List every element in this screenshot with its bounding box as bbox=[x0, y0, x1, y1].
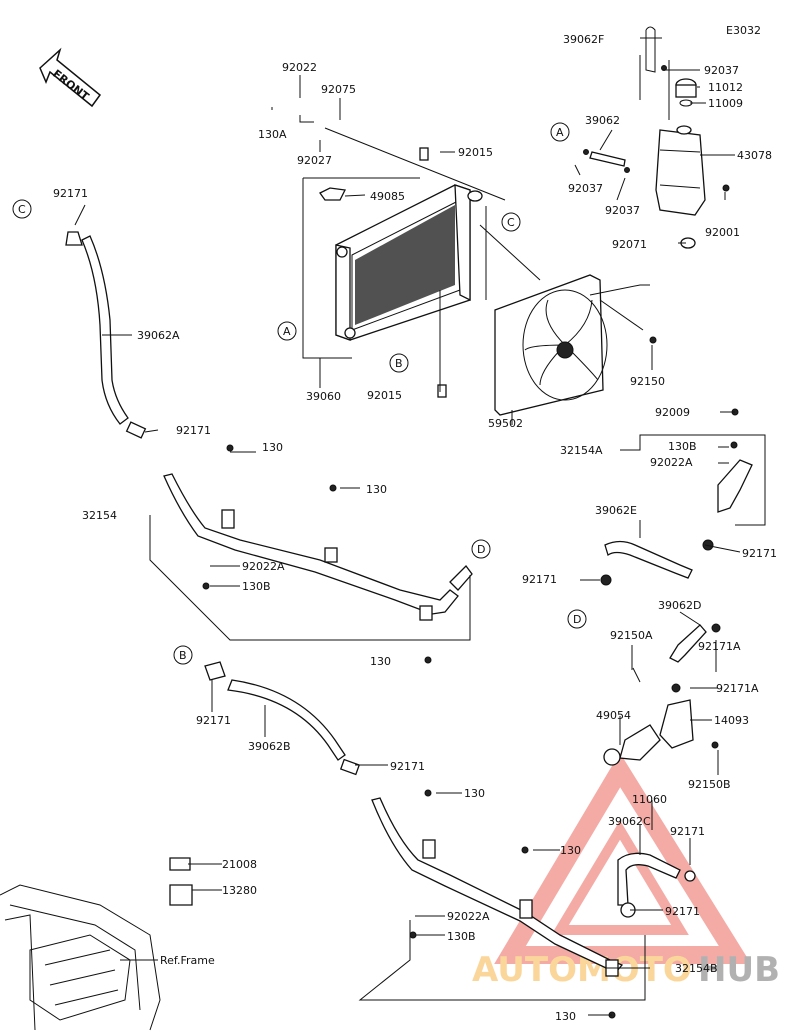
connector-marker-b-lower: B bbox=[173, 645, 193, 665]
part-label: 49085 bbox=[370, 190, 405, 203]
part-label: 92075 bbox=[321, 83, 356, 96]
part-label: 92171 bbox=[742, 547, 777, 560]
part-label: 92027 bbox=[297, 154, 332, 167]
part-label: 130 bbox=[464, 787, 485, 800]
connector-b-radiator-label: B bbox=[395, 357, 403, 370]
part-label: 49054 bbox=[596, 709, 631, 722]
part-label: 92022A bbox=[650, 456, 693, 469]
part-label: 59502 bbox=[488, 417, 523, 430]
front-arrow-icon: FRONT bbox=[39, 47, 102, 108]
part-label: 92037 bbox=[704, 64, 739, 77]
reservoir-tank bbox=[583, 26, 730, 249]
part-label: 43078 bbox=[737, 149, 772, 162]
connector-marker-a-radiator: A bbox=[277, 321, 297, 341]
connector-marker-c-left: C bbox=[12, 199, 32, 219]
frame-reference bbox=[0, 857, 193, 1031]
part-label: 39062B bbox=[248, 740, 291, 753]
part-label: 32154B bbox=[675, 962, 718, 975]
leader-lines bbox=[74, 37, 766, 1016]
part-label: 130A bbox=[258, 128, 287, 141]
connector-a-radiator-label: A bbox=[283, 325, 291, 338]
connector-marker-d-hose: D bbox=[567, 609, 587, 629]
part-label: 92150 bbox=[630, 375, 665, 388]
part-label: 21008 bbox=[222, 858, 257, 871]
part-label: 39062E bbox=[595, 504, 637, 517]
part-label: 11012 bbox=[708, 81, 743, 94]
part-label: 130B bbox=[668, 440, 697, 453]
part-label: 13280 bbox=[222, 884, 257, 897]
part-label: 92171 bbox=[176, 424, 211, 437]
part-label: 92171 bbox=[196, 714, 231, 727]
part-label: 14093 bbox=[714, 714, 749, 727]
pipe-32154 bbox=[163, 444, 473, 664]
connector-d-pipe-label: D bbox=[477, 543, 485, 556]
part-label: 92022A bbox=[242, 560, 285, 573]
fan-shroud-assembly bbox=[494, 274, 657, 416]
part-label: 39062D bbox=[658, 599, 701, 612]
watermark-text-b: HUB bbox=[698, 950, 780, 990]
connector-a-tank-label: A bbox=[556, 126, 564, 139]
part-label: 92171 bbox=[522, 573, 557, 586]
part-label: 11009 bbox=[708, 97, 743, 110]
part-label: 39062A bbox=[137, 329, 180, 342]
part-label: 39062C bbox=[608, 815, 651, 828]
part-label: 130B bbox=[242, 580, 271, 593]
part-label: 32154A bbox=[560, 444, 603, 457]
part-label: 92071 bbox=[612, 238, 647, 251]
connector-marker-c-radiator: C bbox=[501, 212, 521, 232]
connector-b-lower-label: B bbox=[179, 649, 187, 662]
part-label: 92001 bbox=[705, 226, 740, 239]
connector-marker-d-pipe: D bbox=[471, 539, 491, 559]
connector-c-radiator-label: C bbox=[507, 216, 515, 229]
part-label: 92171 bbox=[390, 760, 425, 773]
connector-marker-b-radiator: B bbox=[389, 353, 409, 373]
diagram-code: E3032 bbox=[726, 24, 761, 37]
part-label: 130 bbox=[560, 844, 581, 857]
part-label: 92171 bbox=[670, 825, 705, 838]
part-label: 92150B bbox=[688, 778, 731, 791]
part-label: 92037 bbox=[605, 204, 640, 217]
part-label: 39062F bbox=[563, 33, 604, 46]
part-label: 39062 bbox=[585, 114, 620, 127]
part-label: 39060 bbox=[306, 390, 341, 403]
part-label: 130 bbox=[555, 1010, 576, 1023]
connector-c-left-label: C bbox=[18, 203, 26, 216]
hose-39062A bbox=[65, 231, 147, 439]
part-label: 92171 bbox=[665, 905, 700, 918]
part-label: 92171A bbox=[698, 640, 741, 653]
part-label: 130 bbox=[366, 483, 387, 496]
part-label: 92015 bbox=[458, 146, 493, 159]
hose-39062B bbox=[204, 661, 361, 776]
hoses-right-upper bbox=[600, 408, 753, 766]
ref-frame-label: Ref.Frame bbox=[160, 954, 215, 967]
connector-marker-a-tank: A bbox=[550, 122, 570, 142]
part-label: 92171 bbox=[53, 187, 88, 200]
part-label: 130 bbox=[370, 655, 391, 668]
pipe-32154B bbox=[371, 789, 696, 1019]
part-label: 130 bbox=[262, 441, 283, 454]
part-label: 92150A bbox=[610, 629, 653, 642]
part-label: 92037 bbox=[568, 182, 603, 195]
radiator-assembly bbox=[302, 147, 487, 398]
part-label: 92171A bbox=[716, 682, 759, 695]
part-label: 92015 bbox=[367, 389, 402, 402]
part-label: 92022 bbox=[282, 61, 317, 74]
part-labels: 39062F 92037 11012 11009 92022 92075 130… bbox=[53, 33, 777, 1023]
part-label: 92022A bbox=[447, 910, 490, 923]
connector-d-hose-label: D bbox=[573, 613, 581, 626]
part-label: 11060 bbox=[632, 793, 667, 806]
part-label: 32154 bbox=[82, 509, 117, 522]
part-label: 92009 bbox=[655, 406, 690, 419]
part-label: 130B bbox=[447, 930, 476, 943]
